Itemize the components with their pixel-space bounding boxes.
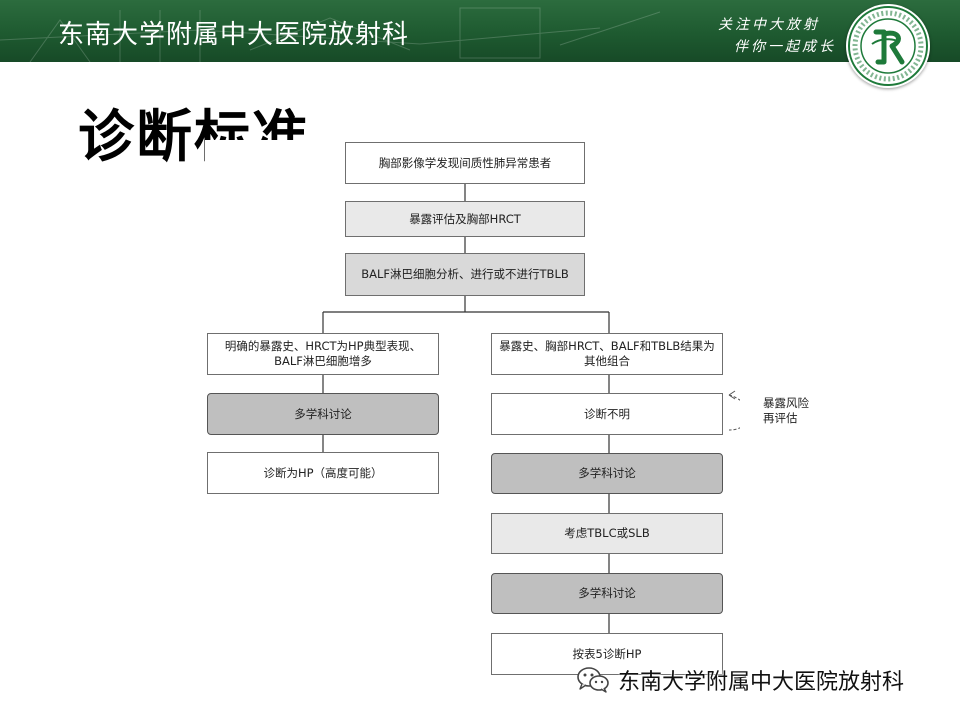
left-mdd-box: 多学科讨论 <box>207 393 439 435</box>
flow-step2-box: 暴露评估及胸部HRCT <box>345 201 585 237</box>
left-criteria-line-1: 明确的暴露史、HRCT为HP典型表现、 <box>224 339 422 353</box>
flowchart-connectors <box>322 184 740 633</box>
right-mdd1-box: 多学科讨论 <box>491 453 723 494</box>
left-result-box: 诊断为HP（高度可能） <box>207 452 439 494</box>
right-consider-text: 考虑TBLC或SLB <box>564 526 650 540</box>
loop-note-line-1: 暴露风险 <box>763 396 809 410</box>
right-criteria-line-2: 其他组合 <box>584 354 630 368</box>
right-criteria-box: 暴露史、胸部HRCT、BALF和TBLB结果为 其他组合 <box>491 333 723 375</box>
slogan-line-2: 伴你一起成长 <box>734 39 836 55</box>
flow-step3-box: BALF淋巴细胞分析、进行或不进行TBLB <box>345 253 585 296</box>
flow-step2-text: 暴露评估及胸部HRCT <box>409 211 521 226</box>
flow-step3-text: BALF淋巴细胞分析、进行或不进行TBLB <box>361 267 569 281</box>
left-criteria-line-2: BALF淋巴细胞增多 <box>274 354 372 368</box>
wechat-icon <box>577 667 609 693</box>
right-uncertain-text: 诊断不明 <box>584 406 630 421</box>
hospital-radiology-seal-icon <box>846 4 930 88</box>
flow-start-text: 胸部影像学发现间质性肺异常患者 <box>378 155 552 170</box>
loop-note-line-2: 再评估 <box>763 411 798 425</box>
header-banner: 东南大学附属中大医院放射科 关注中大放射 伴你一起成长 <box>0 0 960 62</box>
header-decoration <box>0 7 661 62</box>
right-mdd2-text: 多学科讨论 <box>578 586 636 600</box>
right-mdd1-text: 多学科讨论 <box>578 466 636 480</box>
left-mdd-text: 多学科讨论 <box>294 406 352 421</box>
wechat-watermark: 东南大学附属中大医院放射科 <box>576 664 904 696</box>
loop-note: 暴露风险 再评估 <box>763 396 809 426</box>
flow-start-box: 胸部影像学发现间质性肺异常患者 <box>345 142 585 184</box>
right-uncertain-box: 诊断不明 <box>491 393 723 435</box>
right-final-box: 按表5诊断HP <box>491 633 723 675</box>
right-mdd2-box: 多学科讨论 <box>491 573 723 614</box>
header-title: 东南大学附属中大医院放射科 <box>58 20 410 50</box>
right-criteria-line-1: 暴露史、胸部HRCT、BALF和TBLB结果为 <box>499 339 715 353</box>
left-criteria-box: 明确的暴露史、HRCT为HP典型表现、 BALF淋巴细胞增多 <box>207 333 439 375</box>
slogan-line-1: 关注中大放射 <box>718 17 820 33</box>
right-final-text: 按表5诊断HP <box>572 646 642 661</box>
left-result-text: 诊断为HP（高度可能） <box>263 465 383 480</box>
diagnosis-flowchart: 胸部影像学发现间质性肺异常患者 暴露评估及胸部HRCT BALF淋巴细胞分析、进… <box>205 140 809 685</box>
watermark-text: 东南大学附属中大医院放射科 <box>618 670 905 695</box>
right-consider-box: 考虑TBLC或SLB <box>491 513 723 554</box>
